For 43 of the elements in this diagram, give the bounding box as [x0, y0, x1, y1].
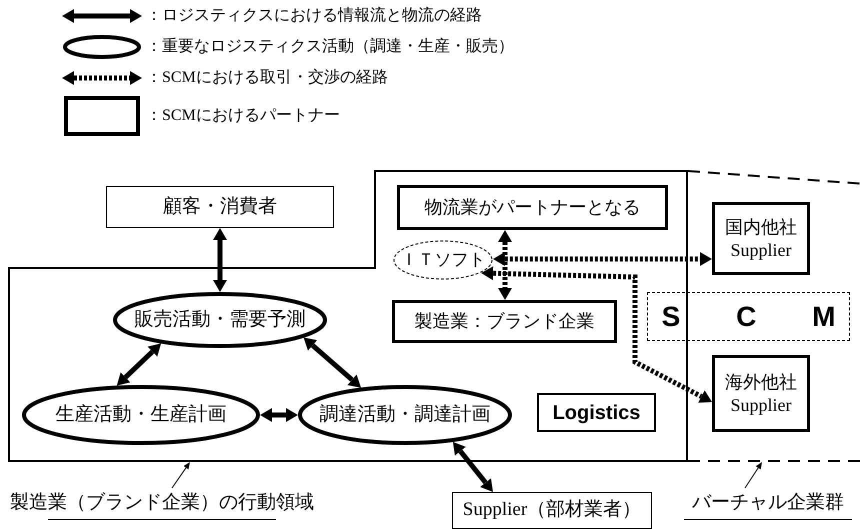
leader-line — [172, 462, 190, 488]
node-text: 物流業がパートナーとなる — [424, 196, 640, 219]
activity-ellipse — [113, 292, 327, 348]
node-text: 生産活動・生産計画 — [56, 402, 226, 427]
label-box — [537, 393, 656, 432]
partner-box — [397, 185, 668, 230]
arrow — [498, 230, 512, 300]
partner-box — [712, 202, 810, 275]
node-text: バーチャル企業群 — [692, 490, 844, 514]
legend-text: ：SCMにおける取引・交渉の経路 — [146, 68, 388, 88]
dashed-box — [647, 292, 850, 341]
node-text: 海外他社 — [725, 371, 797, 394]
node-text: Supplier — [730, 394, 792, 416]
node-text: Supplier — [730, 238, 792, 261]
legend-text: ：SCMにおけるパートナー — [146, 106, 340, 126]
node-text: ＩＴソフト — [400, 249, 486, 272]
arrow — [116, 343, 162, 386]
activity-ellipse — [22, 385, 260, 445]
legend-text: ：ロジスティクスにおける情報流と物流の経路 — [146, 6, 482, 26]
leader-line — [744, 462, 762, 488]
partner-box — [712, 355, 810, 432]
node-text: 国内他社 — [725, 216, 797, 238]
partner-box — [106, 186, 334, 228]
node-text: 製造業：ブランド企業 — [414, 310, 594, 333]
legend-text: ：重要なロジスティクス活動（調達・生産・販売） — [146, 36, 514, 57]
node-text: S C M — [662, 300, 836, 334]
activity-ellipse — [298, 385, 512, 445]
arrow — [492, 252, 712, 266]
node-text: 顧客・消費者 — [163, 194, 277, 219]
arrow — [481, 266, 712, 403]
node-text: Supplier（部材業者） — [462, 498, 642, 522]
arrow — [260, 408, 298, 422]
arrow — [213, 228, 227, 292]
node-text: 製造業（ブランド企業）の行動領域 — [10, 490, 314, 514]
dashed-ellipse — [393, 240, 493, 280]
arrow — [452, 442, 493, 492]
partner-box — [392, 300, 617, 343]
partner-box — [452, 492, 652, 529]
node-text: Logistics — [552, 400, 640, 426]
node-text: 調達活動・調達計画 — [320, 402, 490, 427]
region-outline — [8, 170, 688, 462]
arrow — [304, 338, 362, 388]
node-text: 販売活動・需要予測 — [134, 308, 306, 332]
